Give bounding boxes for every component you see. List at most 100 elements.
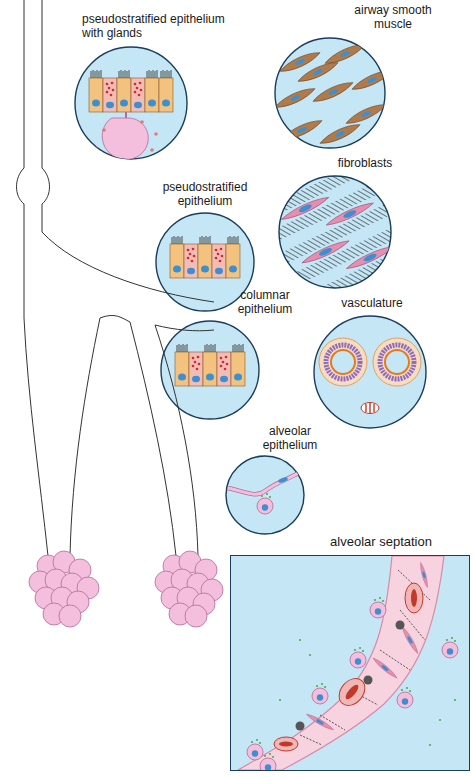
circle-shape [314,316,426,428]
septation-illustration [400,625,419,654]
alveolar-cluster [195,559,217,581]
circle-shape [275,38,385,148]
alveolar-epithelium-cells [228,470,305,494]
septation-illustration [429,744,431,746]
node-label: pseudostratified epithelium [150,180,260,208]
septation-illustration [309,654,311,656]
cell-type-circle: fibroblasts [278,175,392,289]
cell-type-circle: pseudostratified epithelium [155,212,255,312]
fibroblast-matrix [295,244,418,310]
cell-type-circle: vasculature [313,315,427,429]
columnar-epithelium [231,344,245,386]
septation-illustration [439,719,441,721]
node-label: fibroblasts [315,156,415,170]
node-label: vasculature [322,296,422,310]
pseudostratified-epithelium [226,236,240,278]
septation-illustration [296,722,305,731]
alveolar-cluster [43,603,65,625]
alveolar-epithelium-cells [278,476,289,484]
smooth-muscle-bundle [278,49,322,76]
glandular-epithelium [89,70,173,167]
alveolar-cluster [59,605,81,627]
glandular-epithelium [102,128,106,132]
cell-type-circle: airway smooth muscle [274,37,386,149]
alveolar-cluster [77,577,99,599]
blood-vessels [361,403,379,414]
alveolar-epithelium-cells [228,470,305,494]
fibroblast-matrix [325,200,375,229]
alveolar-cluster [171,569,193,591]
septation-illustration [305,712,334,731]
node-label: airway smooth muscle [354,3,432,31]
alveolar-cluster [161,587,183,609]
septation-illustration [344,683,361,701]
septation-illustration [247,739,263,760]
alveolar-cluster [169,603,191,625]
pseudostratified-epithelium [170,236,184,278]
septation-illustration [397,687,413,708]
smooth-muscle-bundle [344,101,388,128]
columnar-epithelium [189,352,203,386]
septation-illustration [405,583,423,613]
circle-shape [226,456,304,534]
alveolar-cluster [35,587,57,609]
smooth-muscle-bundle [273,41,394,148]
glandular-epithelium [125,112,127,120]
circle-outline [225,455,305,535]
alveolar-cluster [193,593,215,615]
circle-outline [313,315,427,429]
alveolar-cluster [201,579,223,601]
smooth-muscle-bundle [323,41,367,68]
cell-type-circle: pseudostratified epithelium with glands [74,46,188,160]
circle-shape [161,321,259,419]
septation-illustration [279,699,281,701]
airway-tree [155,325,214,331]
septation-illustration [260,753,276,770]
airway-tree [24,318,48,556]
cell-type-circle: alveolar epithelium [225,455,305,535]
alveolar-cluster [163,555,185,577]
septation-illustration [274,737,298,751]
blood-vessels [373,338,421,386]
fibroblast-matrix [274,201,397,267]
blood-vessels [385,350,409,374]
node-label: pseudostratified epithelium with glands [82,12,237,40]
airway-tree [155,325,198,556]
fibroblast-matrix [300,237,350,266]
circle-shape [279,176,391,288]
glandular-epithelium [94,146,98,150]
circle-outline [155,212,255,312]
fibroblast-matrix [254,157,417,310]
septation-illustration [334,673,370,710]
smooth-muscle-bundle [318,121,362,148]
fibroblast-matrix [264,179,387,245]
septation-illustration [350,647,366,668]
fibroblast-matrix [254,157,377,223]
smooth-muscle-bundle [311,79,355,106]
septation-illustration [279,742,293,747]
columnar-epithelium [203,344,217,386]
airway-tree [17,0,215,556]
pseudostratified-epithelium [170,236,240,278]
alveolar-cluster [155,571,177,593]
septation-illustration [372,656,399,680]
smooth-muscle-bundle [350,67,394,94]
pseudostratified-epithelium [184,244,198,278]
alveolar-cluster [51,587,73,609]
columnar-epithelium [175,344,245,386]
columnar-epithelium [175,344,189,386]
glandular-epithelium [131,78,145,112]
node-label: alveolar septation [301,535,461,549]
fibroblast-matrix [254,157,417,310]
glandular-epithelium [154,132,158,136]
alveolar-cluster [187,573,209,595]
alveolar-cluster [37,555,59,577]
septation-illustration [238,556,444,770]
alveolar-epithelium-cells [228,470,305,514]
alveolar-cluster [53,551,75,573]
glandular-epithelium [150,148,154,152]
septation-illustration [238,556,458,770]
blood-vessels [319,338,367,386]
airway-tree [100,315,130,322]
septation-illustration [300,570,430,745]
